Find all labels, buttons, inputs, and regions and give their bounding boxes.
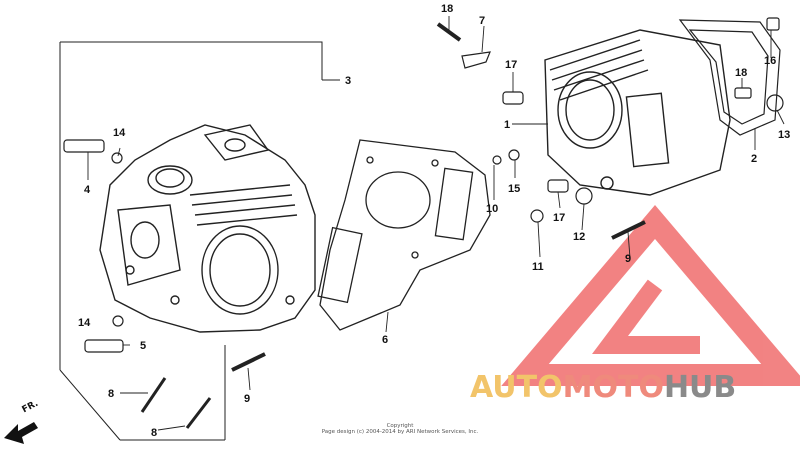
callout-labels: 1 2 3 4 5 6 7 8 8 9 9 10 11 12 13 14 14 … [78, 3, 790, 439]
watermark-logo [501, 205, 800, 386]
callout-3: 3 [345, 75, 351, 87]
callout-6: 6 [382, 334, 388, 346]
callout-5: 5 [140, 340, 146, 352]
callout-13: 13 [778, 129, 790, 141]
leader-lines [87, 16, 785, 431]
copyright-line-2: Page design (c) 2004-2014 by ARI Network… [321, 429, 479, 435]
copyright-line-1: Copyright [386, 423, 414, 429]
callout-8b: 8 [151, 427, 157, 439]
cylinder-head-bracket [59, 41, 340, 441]
callout-15: 15 [508, 183, 520, 195]
callout-8a: 8 [108, 388, 114, 400]
callout-10: 10 [486, 203, 498, 215]
callout-18a: 18 [441, 3, 453, 15]
callout-9a: 9 [244, 393, 250, 405]
callout-16: 16 [764, 55, 776, 67]
cylinder-block [544, 29, 731, 196]
copyright-notice: Copyright Page design (c) 2004-2014 by A… [300, 423, 500, 435]
callout-11: 11 [532, 261, 544, 273]
watermark-hub: HUB [663, 370, 737, 405]
watermark-brand: AUTOMOTOHUB [470, 370, 736, 405]
callout-18b: 18 [735, 67, 747, 79]
small-parts [63, 17, 784, 429]
callout-4: 4 [84, 184, 91, 196]
callout-14a: 14 [113, 127, 126, 139]
callout-1: 1 [504, 119, 510, 131]
cylinder-head [99, 124, 316, 333]
watermark-moto: MOTO [562, 370, 664, 405]
callout-12: 12 [573, 231, 585, 243]
callout-14b: 14 [78, 317, 91, 329]
callout-2: 2 [751, 153, 757, 165]
callout-7: 7 [479, 15, 485, 27]
head-gasket [317, 139, 491, 331]
base-gasket [678, 19, 781, 136]
callout-17b: 17 [553, 212, 565, 224]
watermark-auto: AUTO [470, 370, 563, 405]
front-direction-arrow [4, 422, 38, 444]
callout-17a: 17 [505, 59, 517, 71]
callout-9b: 9 [625, 253, 631, 265]
